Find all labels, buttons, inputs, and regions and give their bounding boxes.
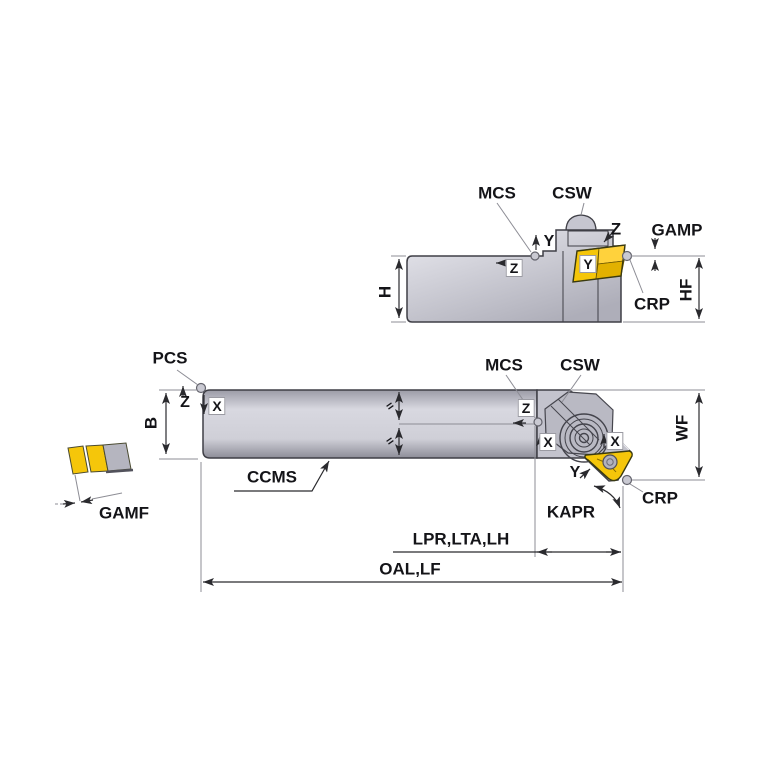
label-x-box-pcs: X — [208, 397, 226, 415]
insert-detail-shim — [102, 442, 132, 472]
label-y-head: Y — [569, 464, 581, 481]
label-b: B — [141, 416, 161, 430]
pcs-point — [195, 382, 207, 394]
label-z-box-head: Z — [517, 399, 535, 417]
label-mcs-side: MCS — [478, 183, 516, 203]
insert-screw-hole — [602, 454, 618, 470]
label-crp-side: CRP — [634, 294, 670, 314]
label-ccms: CCMS — [246, 467, 298, 487]
mcs-point-top — [533, 417, 543, 427]
label-wf: WF — [672, 414, 692, 442]
insert-side-outline — [572, 244, 626, 283]
label-oal-lf: OAL,LF — [379, 559, 441, 579]
crp-point-top — [621, 474, 633, 486]
label-x-right: X — [606, 432, 624, 450]
insert-detail-band-1 — [67, 445, 89, 475]
label-kapr: KAPR — [546, 502, 596, 522]
insert-detail — [55, 442, 134, 508]
label-z-clamp: Z — [610, 219, 622, 239]
shank-top — [202, 389, 538, 459]
mcs-point-side — [530, 251, 540, 261]
gamf-arrow-left — [62, 499, 76, 508]
label-csw-top: CSW — [560, 355, 600, 375]
label-crp-top: CRP — [642, 488, 678, 508]
z-axis-arrow-clamp — [603, 231, 615, 243]
ccms-leader — [234, 460, 330, 492]
top-view — [159, 369, 705, 592]
y-axis-arrow-head — [579, 468, 591, 480]
label-h: H — [375, 285, 395, 299]
label-csw-side: CSW — [552, 183, 592, 203]
label-x-left: X — [539, 433, 557, 451]
label-y-axis-side: Y — [543, 233, 555, 250]
label-z-pcs: Z — [180, 394, 190, 411]
label-y-box-insert: Y — [579, 255, 597, 273]
label-lpr-lta-lh: LPR,LTA,LH — [412, 529, 510, 549]
label-gamp: GAMP — [651, 220, 703, 240]
label-z-box-side: Z — [505, 259, 523, 277]
gamf-arrow-right — [80, 496, 94, 505]
label-gamf: GAMF — [98, 503, 150, 523]
clamp-dome — [565, 214, 597, 232]
label-mcs-top: MCS — [485, 355, 523, 375]
kapr-arc — [593, 485, 621, 509]
crp-point-side — [621, 250, 633, 262]
label-hf: HF — [676, 278, 696, 302]
label-pcs: PCS — [152, 348, 188, 368]
